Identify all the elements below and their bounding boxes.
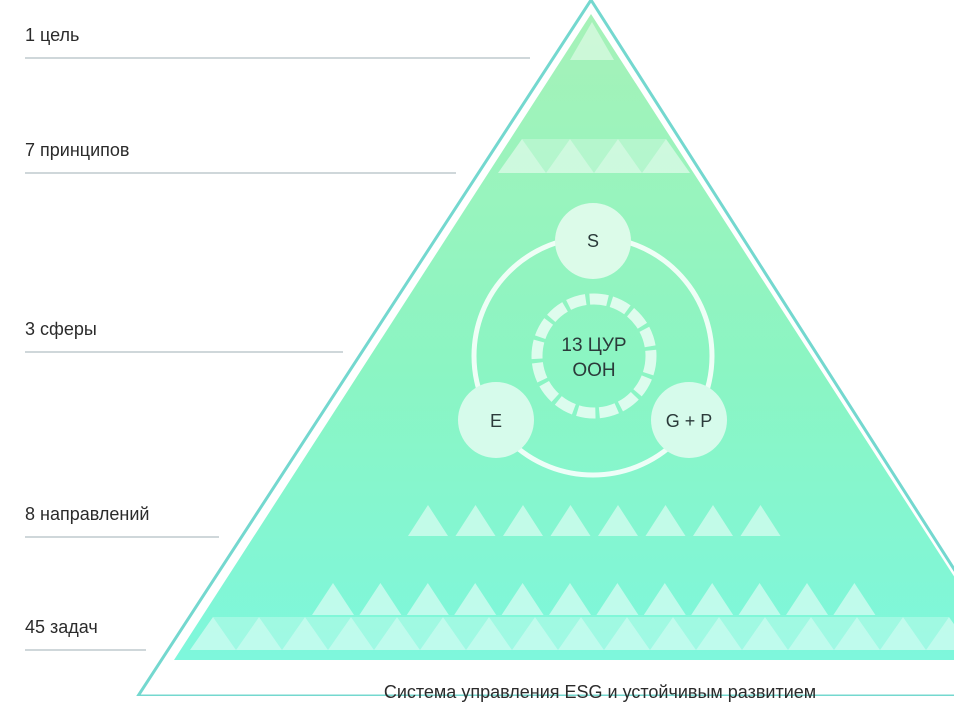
task-inverted-triangle bbox=[673, 617, 719, 650]
principles-row bbox=[498, 139, 690, 173]
pyramid-outline bbox=[136, 0, 954, 696]
level-label-tasks: 45 задач bbox=[25, 617, 98, 637]
task-inverted-triangle bbox=[397, 617, 443, 650]
task-triangle bbox=[788, 617, 834, 650]
task-inverted-triangle bbox=[903, 617, 949, 650]
level-label-goal: 1 цель bbox=[25, 25, 80, 45]
task-triangle bbox=[742, 617, 788, 650]
sphere-e-circle bbox=[458, 382, 534, 458]
task-triangle bbox=[454, 583, 497, 615]
level-label-directions: 8 направлений bbox=[25, 504, 150, 524]
level-label-principles: 7 принципов bbox=[25, 140, 130, 160]
level-rule-tasks bbox=[25, 649, 146, 651]
principle-triangle bbox=[546, 139, 594, 173]
task-inverted-triangle bbox=[765, 617, 811, 650]
pyramid-body bbox=[174, 14, 954, 660]
task-triangle bbox=[604, 617, 650, 650]
center-line-2: ООН bbox=[572, 360, 616, 381]
principle-triangle bbox=[642, 139, 690, 173]
task-triangle bbox=[834, 617, 880, 650]
task-inverted-triangle bbox=[719, 617, 765, 650]
task-inverted-triangle bbox=[351, 617, 397, 650]
task-inverted-triangle bbox=[627, 617, 673, 650]
spheres-ring bbox=[458, 203, 727, 478]
task-triangle bbox=[833, 583, 876, 615]
sphere-gp-circle bbox=[651, 382, 727, 458]
task-triangle bbox=[512, 617, 558, 650]
task-triangle bbox=[374, 617, 420, 650]
task-triangle bbox=[190, 617, 236, 650]
level-label-spheres: 3 сферы bbox=[25, 319, 97, 339]
center-sdg-label: 13 ЦУР ООН bbox=[544, 333, 644, 383]
direction-triangle bbox=[740, 505, 781, 536]
task-triangle bbox=[282, 617, 328, 650]
task-inverted-triangle bbox=[305, 617, 351, 650]
task-inverted-triangle bbox=[443, 617, 489, 650]
principle-triangle bbox=[498, 139, 546, 173]
task-triangle bbox=[650, 617, 696, 650]
principle-inverted-triangle bbox=[618, 139, 666, 173]
direction-triangle bbox=[408, 505, 448, 536]
task-triangle bbox=[738, 583, 781, 615]
task-triangle bbox=[406, 583, 449, 615]
sphere-e-label: E bbox=[489, 411, 502, 431]
directions-row bbox=[408, 505, 781, 536]
task-inverted-triangle bbox=[581, 617, 627, 650]
task-triangle bbox=[926, 617, 954, 650]
principle-triangle bbox=[594, 139, 642, 173]
task-triangle bbox=[420, 617, 466, 650]
level-rule-goal bbox=[25, 57, 530, 59]
level-rule-spheres bbox=[25, 351, 343, 353]
direction-triangle bbox=[550, 505, 591, 536]
task-triangle bbox=[328, 617, 374, 650]
task-triangle bbox=[549, 583, 591, 615]
task-inverted-triangle bbox=[213, 617, 259, 650]
diagram-caption: Система управления ESG и устойчивым разв… bbox=[383, 682, 817, 702]
task-triangle bbox=[558, 617, 604, 650]
level-rule-principles bbox=[25, 172, 456, 174]
tasks-rows bbox=[190, 583, 954, 650]
direction-triangle bbox=[455, 505, 496, 536]
task-inverted-triangle bbox=[535, 617, 581, 650]
direction-triangle bbox=[598, 505, 638, 536]
task-inverted-triangle bbox=[259, 617, 305, 650]
task-inverted-triangle bbox=[489, 617, 535, 650]
task-triangle bbox=[691, 583, 734, 615]
task-triangle bbox=[359, 583, 402, 615]
goal-triangle bbox=[570, 22, 614, 60]
task-triangle bbox=[236, 617, 282, 650]
direction-triangle bbox=[693, 505, 733, 536]
level-rule-directions bbox=[25, 536, 219, 538]
task-inverted-triangle bbox=[857, 617, 903, 650]
sphere-s-circle bbox=[555, 203, 631, 279]
task-triangle bbox=[501, 583, 544, 615]
direction-triangle bbox=[645, 505, 686, 536]
sphere-gp-label: G + P bbox=[665, 411, 713, 431]
principle-inverted-triangle bbox=[522, 139, 570, 173]
principle-inverted-triangle bbox=[570, 139, 618, 173]
task-inverted-triangle bbox=[811, 617, 857, 650]
center-line-1: 13 ЦУР bbox=[561, 335, 627, 356]
task-triangle bbox=[786, 583, 828, 615]
task-triangle bbox=[696, 617, 742, 650]
direction-triangle bbox=[503, 505, 543, 536]
task-triangle bbox=[596, 583, 639, 615]
task-triangle bbox=[466, 617, 512, 650]
task-triangle bbox=[312, 583, 354, 615]
task-triangle bbox=[643, 583, 686, 615]
sphere-s-label: S bbox=[586, 231, 599, 251]
task-triangle bbox=[880, 617, 926, 650]
